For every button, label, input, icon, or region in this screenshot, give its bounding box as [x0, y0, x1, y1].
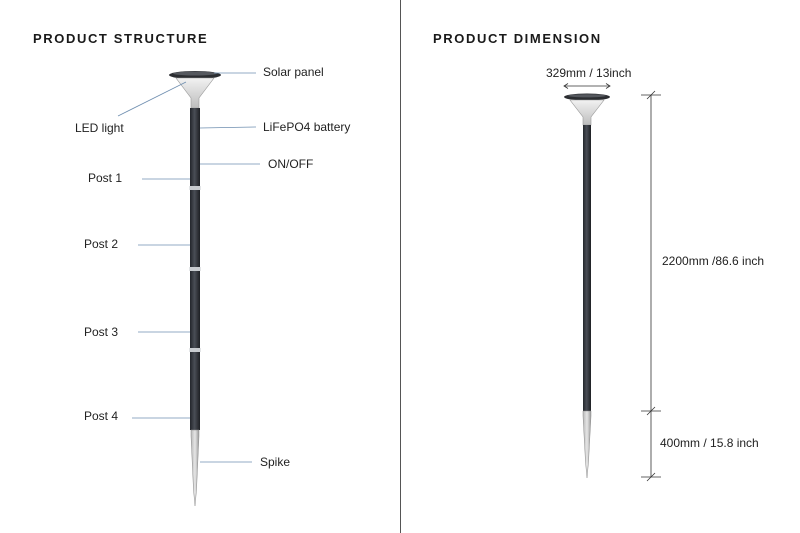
product-structure-heading: PRODUCT STRUCTURE — [33, 31, 209, 46]
label-post-4: Post 4 — [84, 409, 119, 423]
panel-divider — [400, 0, 401, 533]
post-4-segment — [190, 352, 200, 430]
label-pole-height: 2200mm /86.6 inch — [662, 254, 765, 268]
structure-lamp — [169, 71, 221, 507]
label-spike: Spike — [260, 455, 291, 469]
post-2-segment — [190, 190, 200, 269]
label-spike-height: 400mm / 15.8 inch — [660, 436, 759, 450]
lamp-head — [175, 77, 215, 109]
label-post-1: Post 1 — [88, 171, 123, 185]
dimension-lines — [563, 83, 661, 482]
battery-segment — [190, 108, 200, 188]
label-battery: LiFePO4 battery — [263, 120, 351, 134]
leader-lines — [117, 72, 260, 463]
product-dimension-heading: PRODUCT DIMENSION — [433, 31, 602, 46]
leader-led-light — [117, 81, 187, 117]
label-on-off: ON/OFF — [268, 157, 314, 171]
label-width: 329mm / 13inch — [546, 66, 632, 80]
label-solar-panel: Solar panel — [263, 65, 324, 79]
label-post-2: Post 2 — [84, 237, 119, 251]
post-3-segment — [190, 271, 200, 350]
leader-battery — [199, 126, 257, 129]
label-led-light: LED light — [75, 121, 124, 135]
dimension-lamp — [564, 93, 610, 479]
label-post-3: Post 3 — [84, 325, 119, 339]
spike — [190, 429, 200, 507]
